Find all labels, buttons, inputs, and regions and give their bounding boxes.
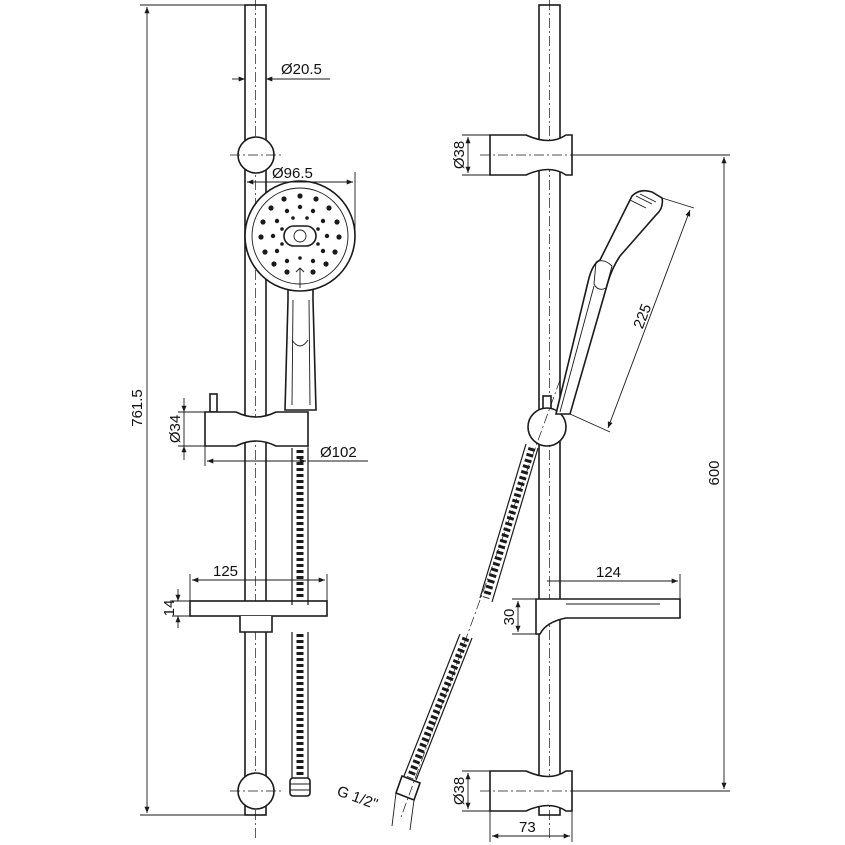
label-head-diameter: Ø96.5 <box>272 165 313 182</box>
dim-overall-height: 761.5 <box>129 4 245 816</box>
side-top-bracket <box>480 134 580 176</box>
label-shelf-thickness: 14 <box>161 600 178 617</box>
front-shower-head <box>244 180 356 411</box>
front-shelf <box>189 600 328 633</box>
dim-bracket-depth: 73 <box>489 811 573 842</box>
dim-shelf-height-side: 30 <box>501 598 540 635</box>
dim-bracket-spacing: 600 <box>572 154 730 792</box>
dim-head-diameter: Ø96.5 <box>244 165 356 236</box>
label-overall-height: 761.5 <box>129 389 146 427</box>
label-bracket-top-diameter: Ø38 <box>451 141 468 169</box>
label-bracket-spacing: 600 <box>706 460 723 485</box>
dim-bracket-top-diameter: Ø38 <box>451 134 490 176</box>
dim-shelf-width-front: 125 <box>189 563 328 601</box>
side-hose <box>394 379 561 821</box>
side-handshower <box>554 189 664 415</box>
side-view: Ø38 Ø38 600 225 124 <box>335 0 730 842</box>
label-shelf-width-front: 125 <box>213 563 238 580</box>
label-thread: G 1/2" <box>335 783 380 813</box>
label-shelf-width-side: 124 <box>596 564 621 581</box>
label-bracket-depth: 73 <box>519 819 536 836</box>
label-bracket-bottom-diameter: Ø38 <box>451 777 468 805</box>
label-slider-diameter: Ø34 <box>167 415 184 443</box>
label-slider-width: Ø102 <box>320 444 357 461</box>
side-slider <box>527 395 567 447</box>
dim-slider-diameter: Ø34 <box>167 398 205 460</box>
dim-shelf-width-side: 124 <box>547 564 681 599</box>
label-shelf-height-side: 30 <box>501 609 518 626</box>
dim-rail-diameter: Ø20.5 <box>232 61 330 82</box>
side-bottom-bracket <box>480 770 580 812</box>
front-hose <box>289 448 311 797</box>
front-view: 761.5 Ø20.5 Ø96.5 Ø34 Ø102 <box>129 0 368 840</box>
dim-shelf-thickness: 14 <box>161 589 190 628</box>
dim-bracket-bottom-diameter: Ø38 <box>451 770 490 812</box>
front-slider <box>204 393 309 447</box>
label-rail-diameter: Ø20.5 <box>281 61 322 78</box>
dim-slider-width: Ø102 <box>204 444 368 466</box>
side-shelf <box>535 598 681 635</box>
label-handshower-length: 225 <box>630 302 655 331</box>
